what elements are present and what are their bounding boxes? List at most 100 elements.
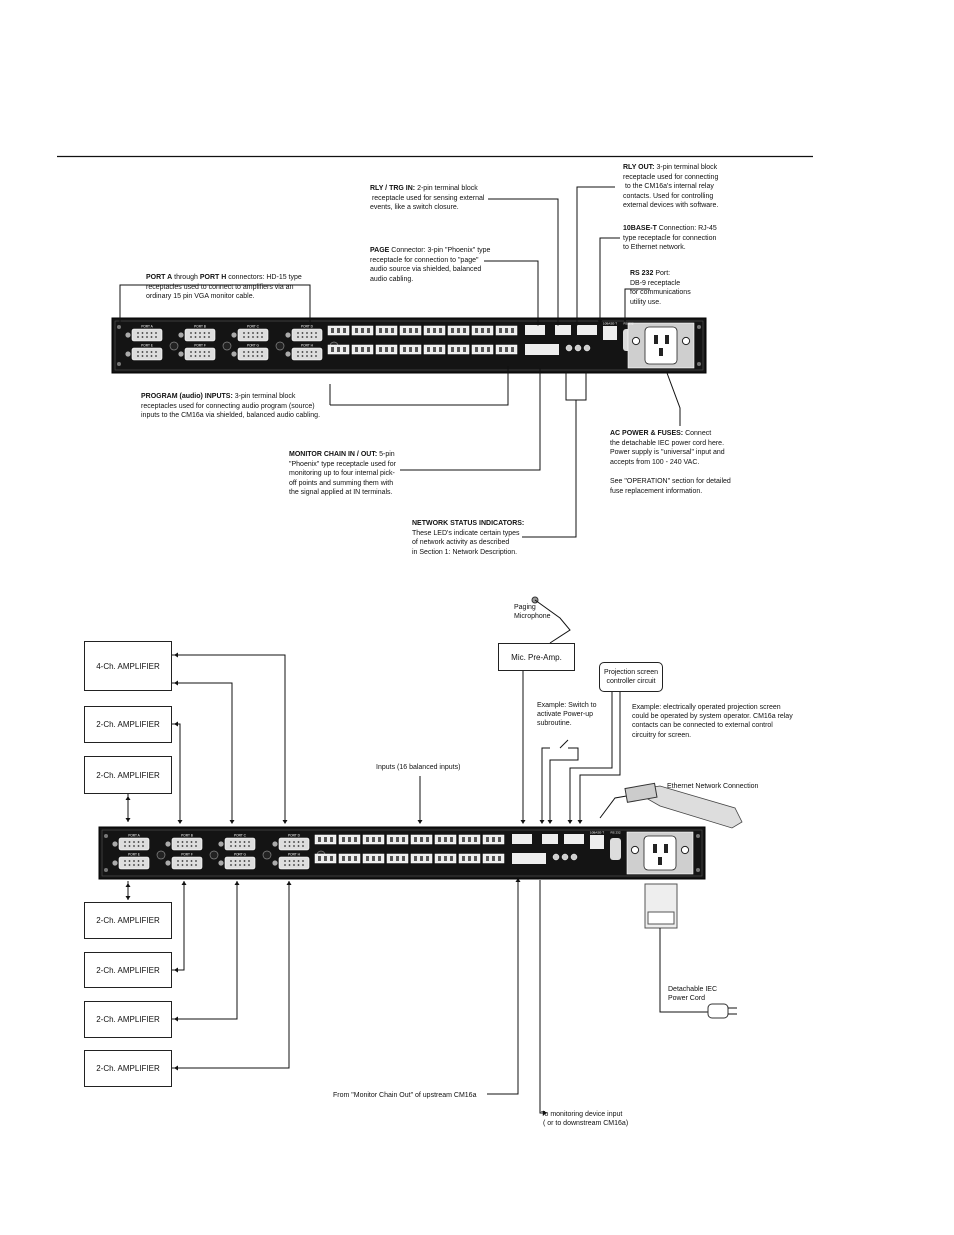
port-pin [141,355,144,357]
port-pin [190,336,192,338]
terminal-screw [348,837,351,842]
port-thumbscrew [112,860,118,866]
port-pin [302,845,304,847]
terminal-screw [355,347,358,352]
port-pin [142,841,144,843]
monitor-chain-block [525,344,559,355]
port-pin [133,860,135,862]
port-pin [230,860,232,862]
terminal-screw [324,837,327,842]
port-pin [243,332,245,334]
port-pin [137,845,140,847]
port-pin [234,860,237,862]
port-pin [155,351,157,353]
rly-trg-block [555,325,571,335]
ground-post [275,341,285,351]
port-pin [141,332,144,334]
monitor-out-line [539,880,545,1114]
projection-example-note: Example: electrically operated projectio… [632,704,793,739]
terminal-screw [354,837,357,842]
ground-post [222,341,232,351]
terminal-screw [468,837,471,842]
arrow-head [234,881,240,885]
terminal-screw [372,856,375,861]
arrow-head [125,796,131,800]
arrow-head [125,818,131,822]
terminal-screw [391,347,394,352]
terminal-screw [481,347,484,352]
iec-pin [654,335,658,344]
port-pin [186,860,188,862]
port-pin [306,355,308,357]
terminal-screw [511,328,514,333]
port-pin [252,336,254,338]
port-pin [248,841,250,843]
terminal-screw [462,856,465,861]
port-label: PORT H [288,853,301,857]
iec-plug-face [647,911,675,925]
terminal-screw [367,328,370,333]
port-pin [128,860,131,862]
terminal-screw [498,856,501,861]
terminal-screw [450,837,453,842]
to-monitor-label: To monitoring device input ( or to downs… [541,1111,629,1128]
terminal-screw [438,856,441,861]
port-label: PORT D [288,834,301,838]
port-thumbscrew [125,351,131,357]
iec-pin [658,857,662,865]
port-pin [252,351,254,353]
port-pin [190,332,192,334]
port-pin [155,355,157,357]
arrow-head [515,878,521,882]
rack-panel-trim [101,829,703,877]
ground-post [156,850,166,860]
port-pin [256,332,259,334]
terminal-screw [475,347,478,352]
port-pin [243,336,245,338]
mic-cable [534,599,571,644]
port-pin [306,351,308,353]
ground-post [262,850,272,860]
port-pin [315,351,317,353]
port-pin [247,336,250,338]
terminal-screw [474,856,477,861]
terminal-screw [378,837,381,842]
terminal-screw [403,347,406,352]
hd15-port [184,347,216,361]
port-label: PORT G [234,853,247,857]
leader-network [522,400,577,538]
terminal-screw [438,837,441,842]
terminal-screw [420,856,423,861]
terminal-screw [379,328,382,333]
arrow-head [174,1065,178,1071]
terminal-screw [475,328,478,333]
terminal-screw [505,328,508,333]
port-pin [297,864,300,866]
amplifier-2ch-2: 2-Ch. AMPLIFIER [84,756,172,794]
arrow-head [174,652,178,658]
rack-panel-bottom [98,826,706,880]
port-label: PORT C [234,834,247,838]
port-pin [252,355,254,357]
port-pin [261,336,263,338]
port-pin [195,864,197,866]
port-pin [137,355,139,357]
leader-rly-trg [488,198,559,324]
hd15-port [131,328,163,342]
port-thumbscrew [112,841,118,847]
terminal-screw [468,856,471,861]
arrow-head [577,820,583,824]
port-pin [284,845,286,847]
iec-screw [680,845,690,855]
rj45-plug [624,782,658,803]
terminal-screw [426,837,429,842]
port-pin [293,864,295,866]
network-led [552,853,560,861]
port-pin [306,336,308,338]
port-label: PORT B [194,325,206,329]
terminal-screw [378,856,381,861]
amplifier-4ch: 4-Ch. AMPLIFIER [84,641,172,691]
port-pin [234,841,237,843]
port-pin [146,351,148,353]
db9-label: RS 232 [623,322,633,326]
